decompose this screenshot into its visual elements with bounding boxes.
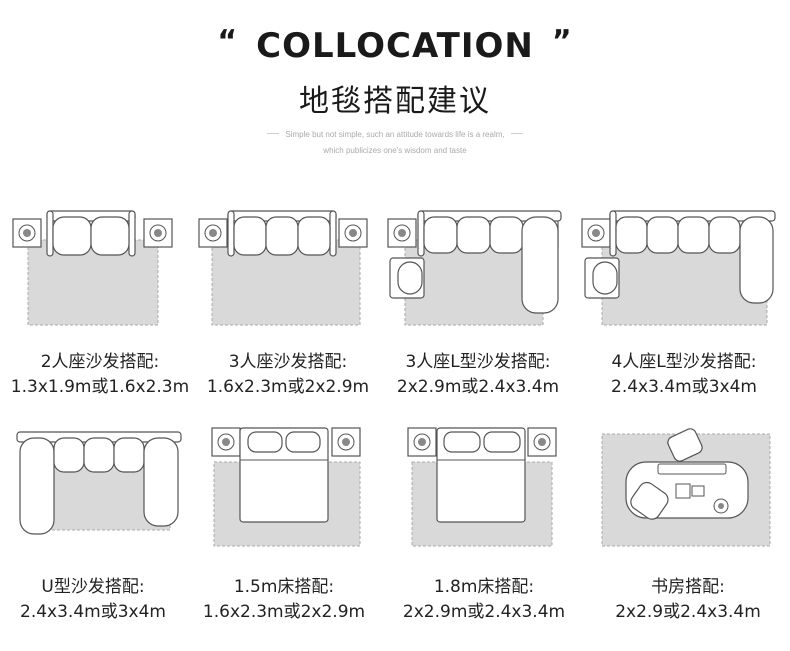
diagram-study (601, 428, 771, 547)
layout-sizes: 2x2.9m或2.4x3.4m (396, 377, 560, 397)
layout-label: 1.5m床搭配: (233, 577, 335, 597)
diagram-3-seat-l-sofa (387, 210, 562, 326)
armchair-icon (584, 257, 620, 299)
side-table-icon (198, 218, 228, 248)
close-quote: ” (551, 24, 573, 59)
caption-1-5m-bed: 1.5m床搭配: 1.6x2.3m或2x2.9m (186, 575, 382, 625)
side-table-icon (387, 218, 417, 248)
layout-label: U型沙发搭配: (41, 577, 145, 597)
collocation-title: “ COLLOCATION ” (0, 24, 790, 66)
nightstand-icon (407, 427, 437, 457)
nightstand-icon (527, 427, 557, 457)
caption-2-seat-sofa: 2人座沙发搭配: 1.3x1.9m或1.6x2.3m (0, 350, 200, 400)
layout-sizes: 2.4x3.4m或3x4m (611, 377, 757, 397)
side-table-icon (338, 218, 368, 248)
nightstand-icon (331, 427, 361, 457)
open-quote: “ (217, 24, 239, 59)
layout-label: 3人座沙发搭配: (228, 352, 348, 372)
caption-1-8m-bed: 1.8m床搭配: 2x2.9m或2.4x3.4m (386, 575, 582, 625)
title-en: COLLOCATION (256, 26, 534, 66)
layout-sizes: 2.4x3.4m或3x4m (20, 602, 166, 622)
caption-study: 书房搭配: 2x2.9或2.4x3.4m (590, 575, 786, 625)
layout-sizes: 1.6x2.3m或2x2.9m (206, 377, 370, 397)
layout-label: 4人座L型沙发搭配: (611, 352, 757, 372)
layout-label: 书房搭配: (651, 577, 725, 597)
tagline-rule-left (267, 133, 280, 134)
side-table-icon (12, 218, 42, 248)
side-table-icon (581, 218, 611, 248)
diagram-3-seat-sofa (198, 210, 368, 326)
caption-3-seat-l-sofa: 3人座L型沙发搭配: 2x2.9m或2.4x3.4m (380, 350, 576, 400)
armchair-icon (389, 257, 425, 299)
side-table-icon (143, 218, 173, 248)
diagram-1-5m-bed (211, 427, 361, 547)
tagline-line-2: which publicizes one's wisdom and taste (323, 146, 467, 155)
layout-label: 1.8m床搭配: (433, 577, 535, 597)
tagline-rule-right (510, 133, 523, 134)
caption-4-seat-l-sofa: 4人座L型沙发搭配: 2.4x3.4m或3x4m (586, 350, 782, 400)
caption-u-sofa: U型沙发搭配: 2.4x3.4m或3x4m (0, 575, 186, 625)
layout-sizes: 2x2.9m或2.4x3.4m (402, 602, 566, 622)
caption-3-seat-sofa: 3人座沙发搭配: 1.6x2.3m或2x2.9m (190, 350, 386, 400)
diagram-2-seat-sofa (12, 210, 173, 326)
diagram-1-8m-bed (407, 427, 557, 547)
tagline-text-1: Simple but not simple, such an attitude … (285, 130, 505, 139)
layout-label: 2人座沙发搭配: (40, 352, 160, 372)
title-cn: 地毯搭配建议 (299, 84, 491, 119)
nightstand-icon (211, 427, 241, 457)
layout-sizes: 1.3x1.9m或1.6x2.3m (10, 377, 190, 397)
diagram-u-sofa (16, 431, 182, 535)
tagline-line-1: Simple but not simple, such an attitude … (0, 130, 790, 139)
diagram-4-seat-l-sofa (581, 210, 776, 326)
layout-label: 3人座L型沙发搭配: (405, 352, 551, 372)
layout-sizes: 1.6x2.3m或2x2.9m (202, 602, 366, 622)
layout-sizes: 2x2.9或2.4x3.4m (615, 602, 761, 622)
